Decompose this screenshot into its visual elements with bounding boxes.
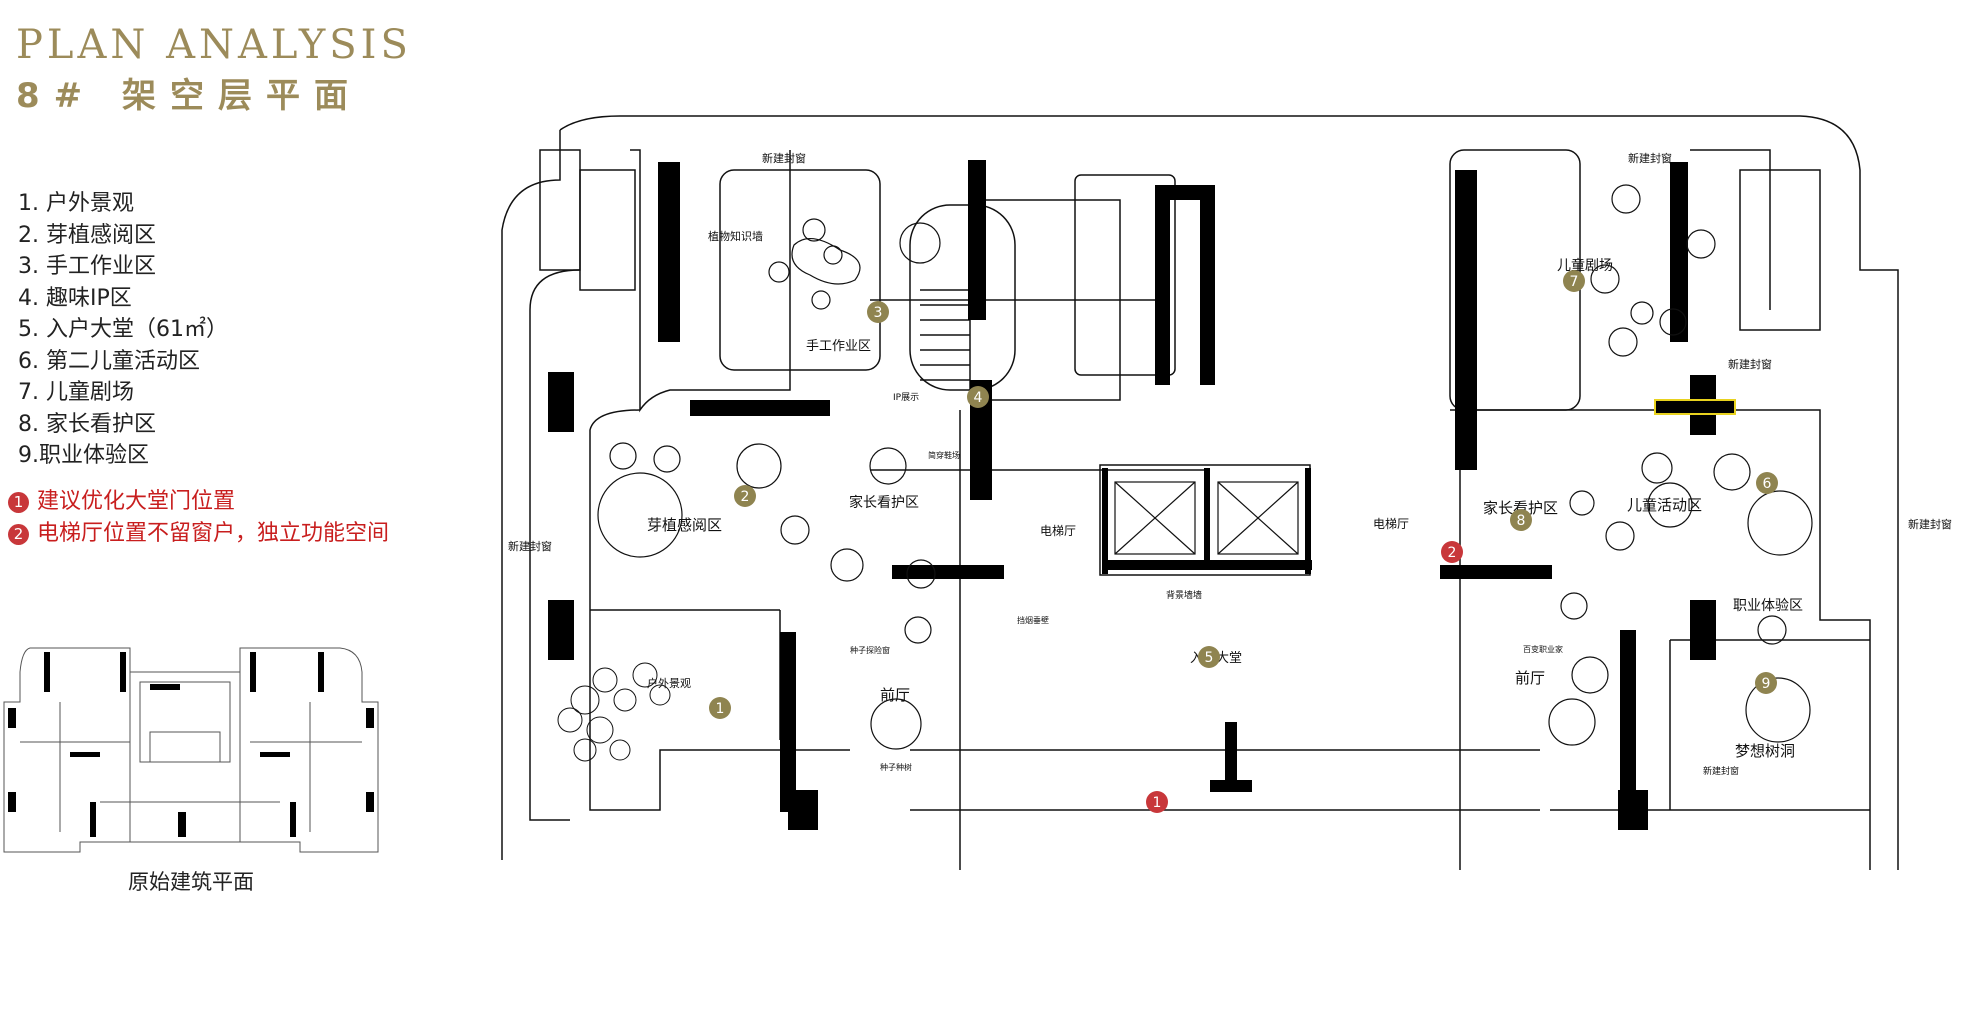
page-title-cn: 8# 架空层平面 <box>16 76 362 116</box>
label-new-window: 新建封窗 <box>508 539 552 553</box>
floor-plan: 新建封窗 新建封窗 新建封窗 新建封窗 新建封窗 新建封窗 植物知识墙 手工作业… <box>501 115 1952 870</box>
zone-marker-5: 5 <box>1198 646 1220 668</box>
note-item: 2 电梯厅位置不留窗户，独立功能空间 <box>8 518 389 550</box>
legend-item: 9.职业体验区 <box>18 443 149 468</box>
zone-markers: 1 2 3 4 5 6 7 8 9 1 2 <box>709 270 1778 813</box>
zone-marker-7: 7 <box>1563 270 1585 292</box>
note-marker-1: 1 <box>1146 791 1168 813</box>
legend-item: 6. 第二儿童活动区 <box>18 348 200 374</box>
zone-marker-8: 8 <box>1510 509 1532 531</box>
zone-marker-1: 1 <box>709 697 731 719</box>
plan-outline <box>501 115 1899 870</box>
label-feature-wall: 背景墙墙 <box>1166 589 1202 601</box>
svg-text:7: 7 <box>1570 274 1579 290</box>
label-new-window: 新建封窗 <box>1908 517 1952 531</box>
legend-item: 4. 趣味IP区 <box>18 285 132 311</box>
label-theater: 儿童剧场 <box>1557 257 1613 274</box>
label-parent-care: 家长看护区 <box>1483 499 1558 517</box>
label-new-window: 新建封窗 <box>1628 151 1672 165</box>
zone-marker-2: 2 <box>734 485 756 507</box>
svg-text:2: 2 <box>741 489 750 505</box>
furniture-circles <box>597 184 1813 750</box>
label-shoe-area: 简穿鞋场 <box>928 450 960 460</box>
svg-text:1: 1 <box>1153 795 1162 811</box>
page-title-en: PLAN ANALYSIS <box>16 22 412 68</box>
zone-marker-4: 4 <box>967 386 989 408</box>
svg-text:5: 5 <box>1205 650 1214 666</box>
label-hundred-jobs: 百变职业家 <box>1523 644 1563 654</box>
label-dream-tree: 梦想树洞 <box>1735 742 1795 760</box>
legend-item: 2. 芽植感阅区 <box>18 222 156 248</box>
note-text: 建议优化大堂门位置 <box>37 489 236 514</box>
label-new-window: 新建封窗 <box>1703 765 1739 777</box>
svg-text:3: 3 <box>874 305 883 321</box>
thumbnail-caption: 原始建筑平面 <box>128 870 254 894</box>
note-item: 1 建议优化大堂门位置 <box>8 486 389 518</box>
handcraft-table <box>791 238 861 285</box>
zone-marker-3: 3 <box>867 301 889 323</box>
label-career: 职业体验区 <box>1733 598 1803 614</box>
svg-text:1: 1 <box>716 701 725 717</box>
label-reading: 芽植感阅区 <box>647 516 722 534</box>
room-labels: 新建封窗 新建封窗 新建封窗 新建封窗 新建封窗 新建封窗 植物知识墙 手工作业… <box>508 151 1952 777</box>
note-number-badge: 2 <box>8 523 29 545</box>
zone-marker-6: 6 <box>1756 472 1778 494</box>
elevator-shafts <box>1114 481 1299 555</box>
note-text: 电梯厅位置不留窗户，独立功能空间 <box>37 521 390 546</box>
structural-walls <box>548 160 1716 830</box>
label-new-window: 新建封窗 <box>762 151 806 165</box>
label-front-hall: 前厅 <box>1515 669 1545 687</box>
tree-sketch <box>557 662 671 762</box>
label-parent-care: 家长看护区 <box>849 494 919 511</box>
svg-text:2: 2 <box>1448 545 1457 561</box>
label-elevator-hall: 电梯厅 <box>1040 524 1076 538</box>
label-handcraft: 手工作业区 <box>806 339 871 354</box>
label-seed-tree: 种子种树 <box>880 762 912 772</box>
label-shield: 挡烟垂壁 <box>1017 615 1049 625</box>
label-new-window: 新建封窗 <box>1728 357 1772 371</box>
svg-text:4: 4 <box>974 390 983 406</box>
legend-item: 5. 入户大堂（61㎡） <box>18 317 228 342</box>
label-ip-show: IP展示 <box>893 392 919 403</box>
legend-item: 3. 手工作业区 <box>18 254 156 279</box>
svg-text:9: 9 <box>1762 676 1771 692</box>
legend-item: 7. 儿童剧场 <box>18 380 134 405</box>
original-plan-thumbnail <box>3 647 379 853</box>
note-number-badge: 1 <box>8 491 29 513</box>
svg-text:8: 8 <box>1517 513 1526 529</box>
label-front-hall: 前厅 <box>880 686 910 704</box>
label-seed-box: 种子探险窗 <box>850 645 890 655</box>
svg-text:6: 6 <box>1763 476 1772 492</box>
zone-legend: 1. 户外景观 2. 芽植感阅区 3. 手工作业区 4. 趣味IP区 5. 入户… <box>18 188 228 472</box>
note-marker-2: 2 <box>1441 541 1463 563</box>
label-plant-wall: 植物知识墙 <box>708 229 763 243</box>
highlighted-wall <box>1654 399 1736 415</box>
legend-item: 1. 户外景观 <box>18 191 134 216</box>
design-notes: 1 建议优化大堂门位置 2 电梯厅位置不留窗户，独立功能空间 <box>8 486 389 550</box>
legend-item: 8. 家长看护区 <box>18 411 156 437</box>
label-outdoor: 户外景观 <box>647 676 691 690</box>
zone-marker-9: 9 <box>1755 672 1777 694</box>
label-kids-activity: 儿童活动区 <box>1627 496 1702 514</box>
label-elevator-hall: 电梯厅 <box>1373 517 1409 531</box>
